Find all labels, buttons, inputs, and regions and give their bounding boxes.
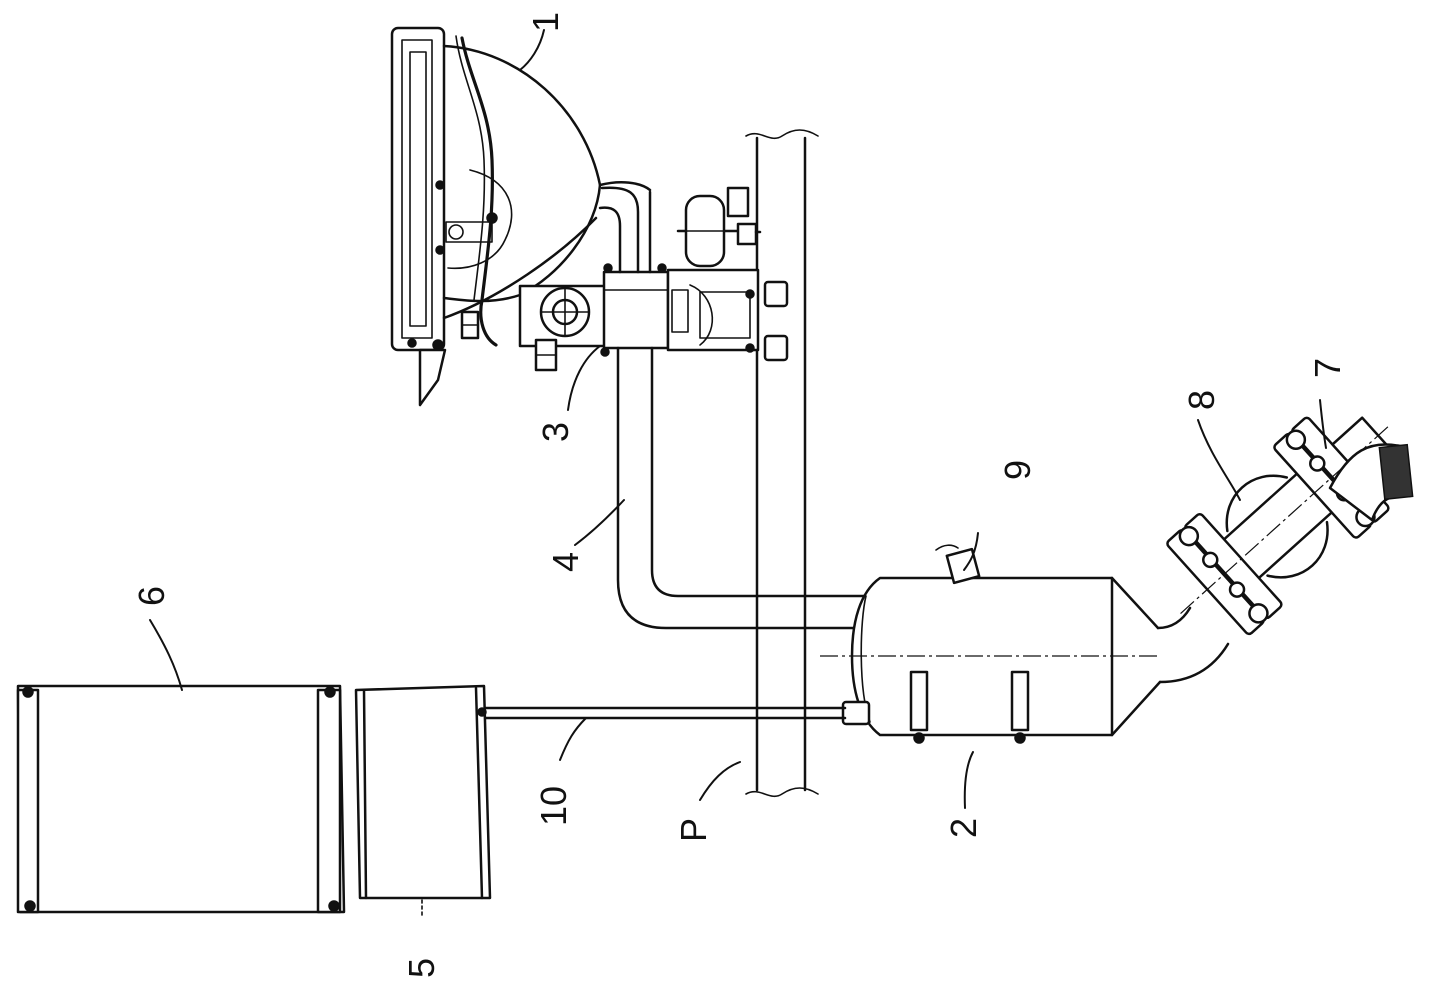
line-10	[482, 706, 847, 720]
label-9: 9	[997, 460, 1038, 480]
label-5: 5	[401, 958, 442, 978]
pipe-4	[616, 346, 868, 630]
label-6: 6	[131, 586, 172, 606]
vertical-pipe-p	[745, 129, 819, 798]
label-1: 1	[525, 12, 566, 32]
outlet-assembly-7-8	[1156, 416, 1414, 684]
component-3-valve-unit	[518, 186, 789, 372]
box-6	[16, 684, 346, 914]
label-10: 10	[533, 786, 574, 826]
leader-lines	[149, 29, 1327, 809]
tank-2	[820, 544, 1162, 744]
label-7: 7	[1307, 358, 1348, 378]
label-8: 8	[1181, 390, 1222, 410]
label-4: 4	[545, 552, 586, 572]
label-2: 2	[943, 818, 984, 838]
box-5	[354, 684, 492, 916]
reference-labels: 1 3 4 9 8 7 6 10 P 2 5	[131, 12, 1348, 978]
component-1-housing	[390, 26, 652, 407]
label-3: 3	[535, 422, 576, 442]
label-p: P	[673, 818, 714, 842]
